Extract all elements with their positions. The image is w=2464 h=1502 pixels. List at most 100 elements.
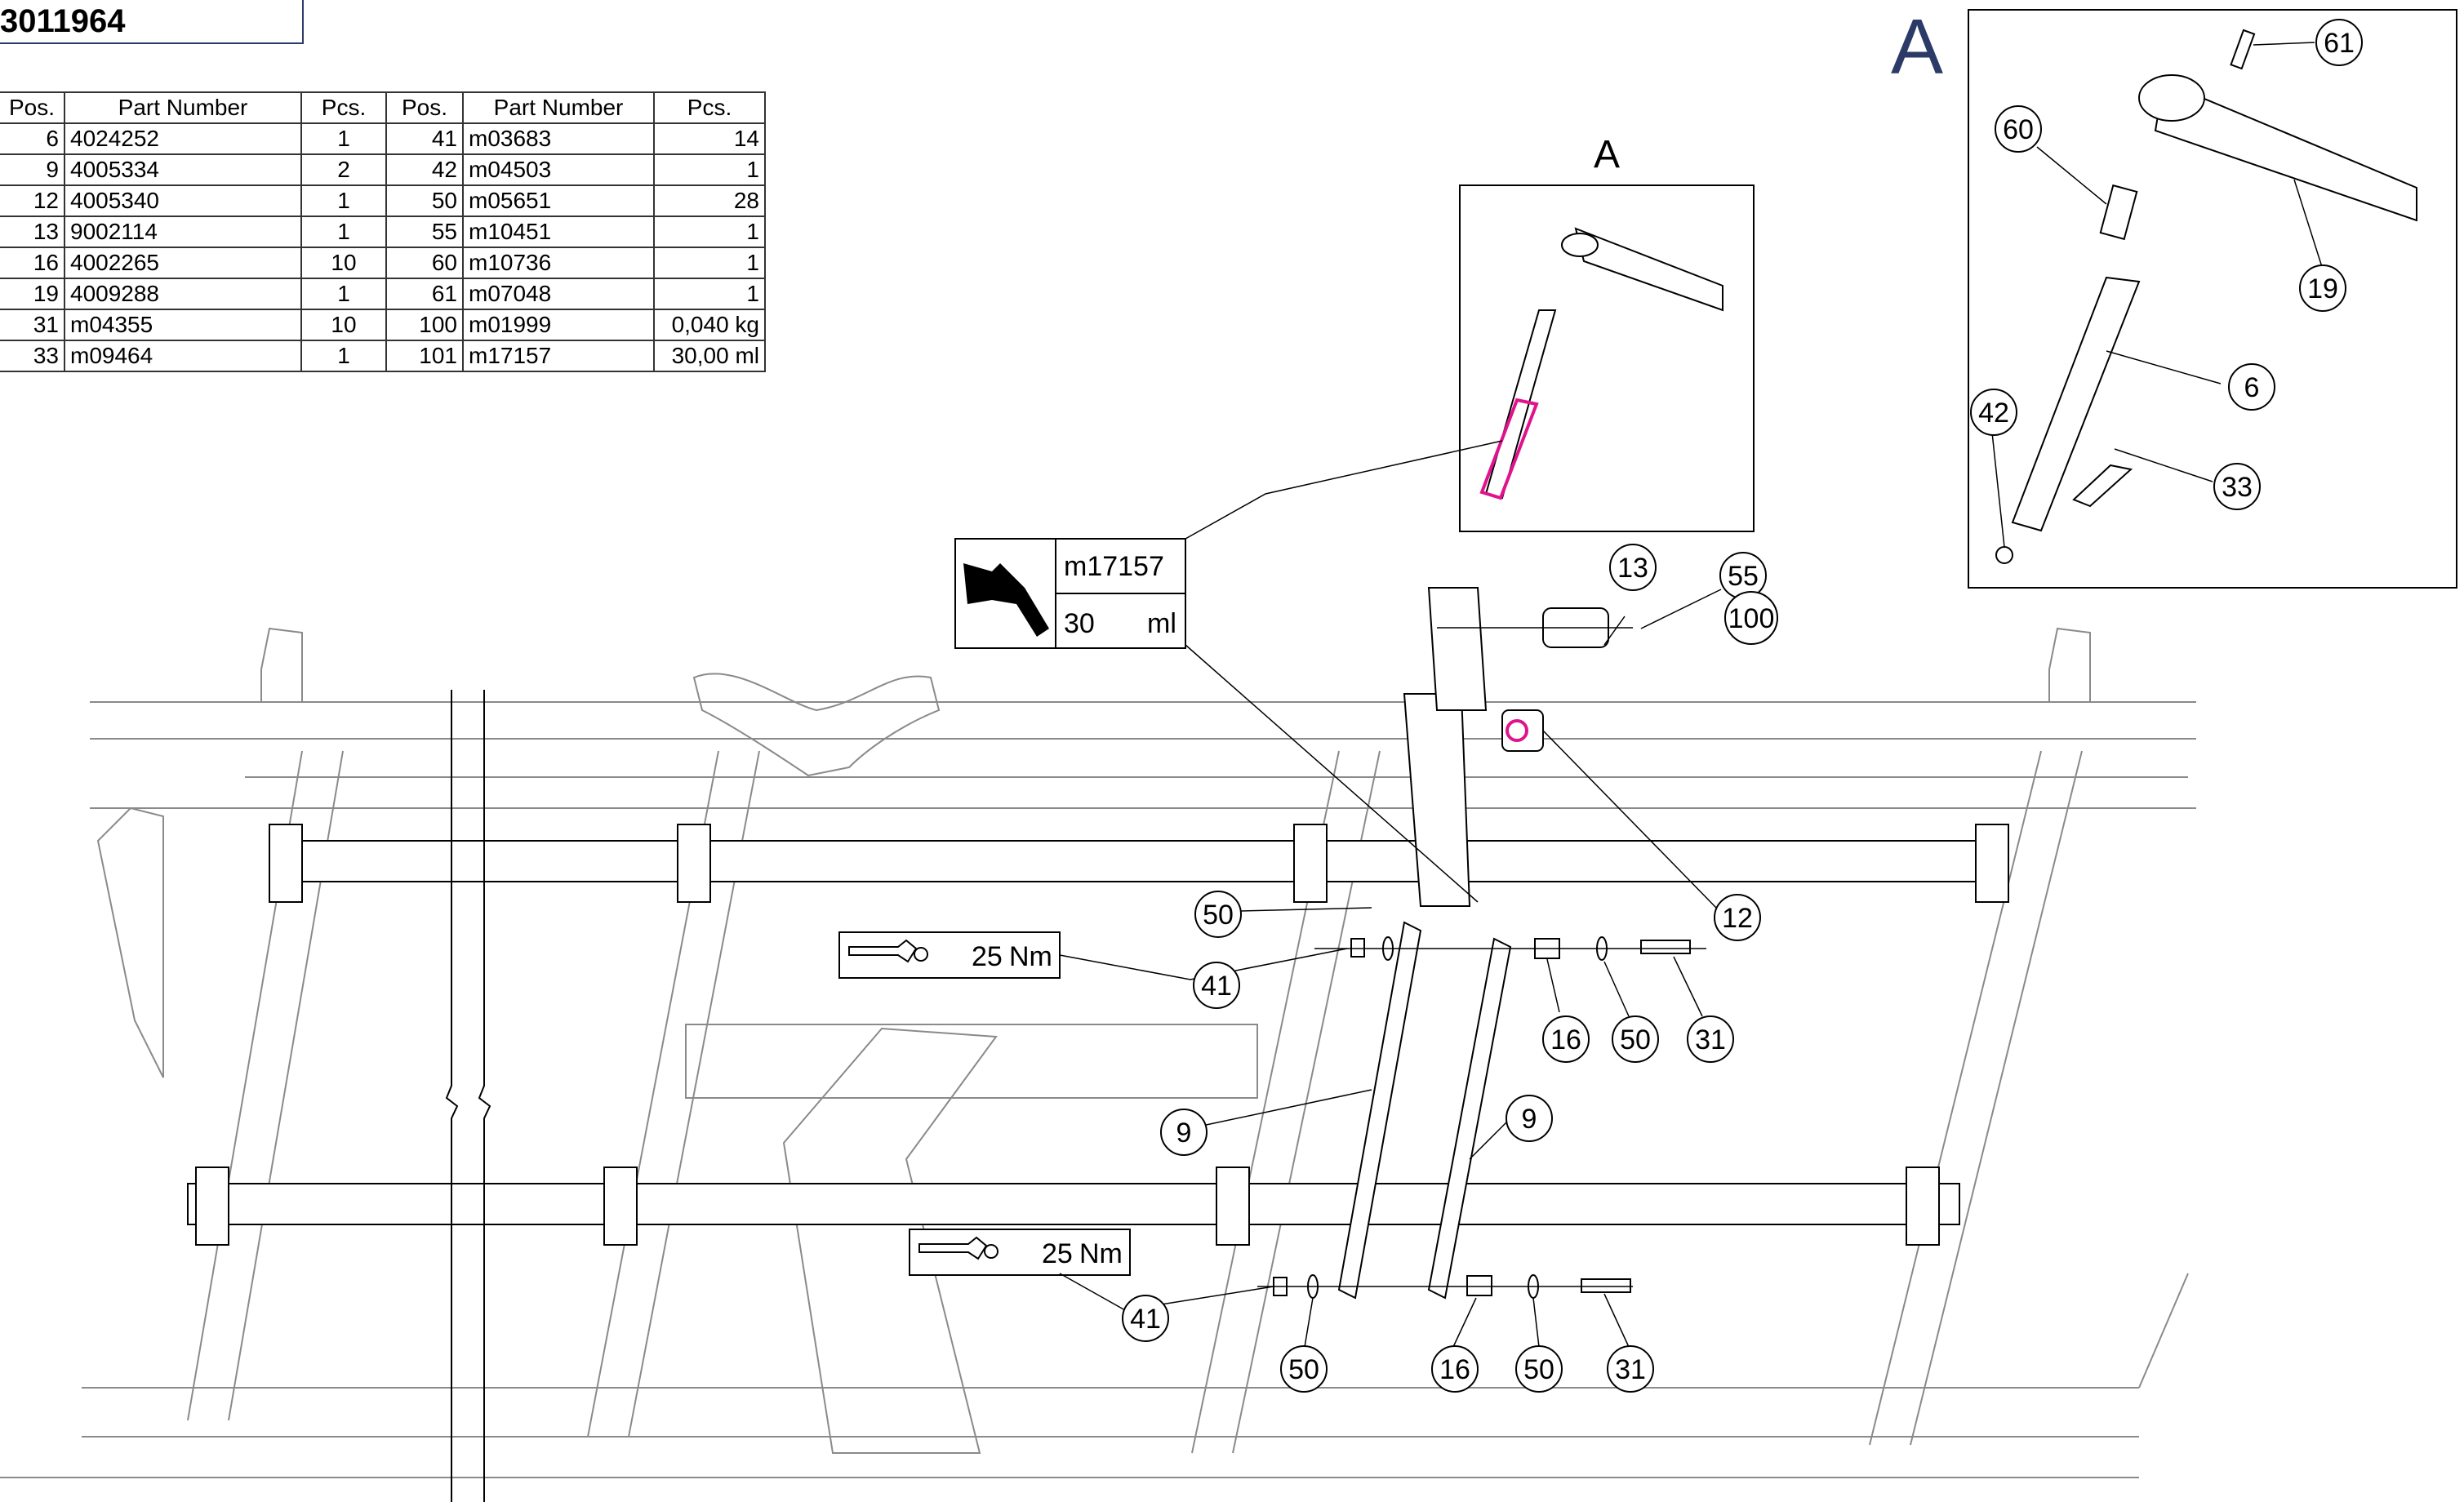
balloon-16b: 16 (1431, 1345, 1479, 1393)
svg-text:6: 6 (2244, 372, 2260, 403)
svg-text:55: 55 (1728, 561, 1759, 592)
table-cell: m04355 (64, 309, 302, 341)
table-cell: 16 (0, 247, 65, 279)
table-cell: m10451 (462, 216, 655, 248)
table-cell: 1 (300, 340, 387, 372)
table-cell: 9 (0, 153, 65, 186)
leader-55 (1640, 589, 1722, 629)
link-arm-9a (1337, 921, 1422, 1300)
small-pin-highlight (1479, 398, 1539, 500)
table-cell: 14 (653, 122, 766, 155)
table-cell: 41 (385, 122, 464, 155)
table-cell: 10 (300, 309, 387, 341)
svg-text:9: 9 (1522, 1104, 1537, 1135)
shaft-upper (277, 840, 2001, 882)
wrench-nut-icon (914, 947, 928, 962)
balloon-50d: 50 (1515, 1345, 1563, 1393)
header-pcs-1: Pcs. (300, 91, 387, 124)
balloon-50b: 50 (1612, 1015, 1659, 1063)
header-part-number-2: Part Number (462, 91, 655, 124)
svg-text:41: 41 (1201, 971, 1232, 1002)
table-cell: 4002265 (64, 247, 302, 279)
drawing-number-box (0, 0, 304, 44)
wrench-nut-icon (984, 1244, 998, 1259)
leader-16a (1546, 958, 1560, 1013)
balloon-13: 13 (1609, 544, 1657, 591)
balloon-100: 100 (1724, 591, 1778, 645)
drawing-number: 3011964 (0, 3, 126, 39)
table-cell: 1 (300, 216, 387, 248)
leader-31a (1673, 956, 1703, 1017)
detail-a-small: A (1459, 133, 1755, 532)
svg-text:41: 41 (1130, 1304, 1161, 1335)
balloon-50c: 50 (1280, 1345, 1328, 1393)
balloon-41b: 41 (1122, 1295, 1169, 1342)
header-pcs-2: Pcs. (653, 91, 766, 124)
frame-top-beam (90, 701, 2196, 809)
balloon-55: 55 (1719, 552, 1767, 599)
large-hub (2138, 74, 2205, 122)
balloon-31b: 31 (1607, 1345, 1654, 1393)
table-cell: 2 (300, 153, 387, 186)
parts-table-header: Pos. Part Number Pcs. Pos. Part Number P… (0, 91, 766, 124)
lubricant-unit: ml (1147, 608, 1176, 639)
table-cell: 28 (653, 184, 766, 217)
callout-balloons: 61 60 19 6 42 33 13 55 100 12 50 41 16 5… (1122, 19, 2363, 1393)
wrench-icon (848, 939, 918, 963)
leader-41a (1059, 948, 1348, 980)
links (1273, 587, 1691, 1300)
leader-12 (1542, 730, 1717, 909)
balloon-41a: 41 (1193, 962, 1240, 1009)
svg-text:13: 13 (1617, 553, 1648, 584)
leader-16b (1452, 1297, 1477, 1348)
svg-text:100: 100 (1728, 603, 1775, 634)
svg-text:42: 42 (1978, 398, 2009, 429)
leader-41b (1059, 1273, 1274, 1311)
frame-side-mounts (260, 627, 2091, 703)
detail-a-large-label: A (1891, 3, 1943, 91)
bearing-upper-1 (269, 824, 303, 903)
table-cell: 1 (300, 184, 387, 217)
table-cell: 4005340 (64, 184, 302, 217)
small-hub (1561, 233, 1599, 257)
leader-13 (1603, 615, 1626, 646)
bearing-lower-1 (195, 1166, 229, 1246)
lubricant-amount: 30 (1064, 608, 1095, 639)
leader-6 (2106, 350, 2222, 384)
table-cell: m01999 (462, 309, 655, 341)
header-part-number-1: Part Number (64, 91, 302, 124)
table-cell: m05651 (462, 184, 655, 217)
svg-text:50: 50 (1523, 1354, 1554, 1385)
table-cell: 4024252 (64, 122, 302, 155)
leader-50a (1240, 907, 1372, 912)
table-cell: 9002114 (64, 216, 302, 248)
table-cell: 0,040 kg (653, 309, 766, 341)
svg-text:50: 50 (1620, 1024, 1651, 1055)
table-cell: 1 (653, 153, 766, 186)
nut-41-upper (1350, 938, 1365, 958)
large-screw-33 (2072, 464, 2133, 508)
large-pin-60 (2099, 184, 2138, 241)
balloon-33: 33 (2213, 463, 2261, 510)
balloon-9a: 9 (1160, 1109, 1208, 1156)
table-cell: m09464 (64, 340, 302, 372)
table-cell: m04503 (462, 153, 655, 186)
balloon-9b: 9 (1506, 1095, 1553, 1142)
frame-hitch-plate (692, 673, 941, 777)
leader-31b (1603, 1293, 1630, 1348)
table-cell: 12 (0, 184, 65, 217)
table-cell: 42 (385, 153, 464, 186)
svg-text:31: 31 (1695, 1024, 1726, 1055)
break-line-left (445, 690, 459, 1502)
svg-text:33: 33 (2222, 472, 2253, 503)
svg-text:9: 9 (1176, 1118, 1192, 1149)
leader-60 (2036, 146, 2107, 205)
torque-box-2: 25 Nm (909, 1229, 1131, 1276)
